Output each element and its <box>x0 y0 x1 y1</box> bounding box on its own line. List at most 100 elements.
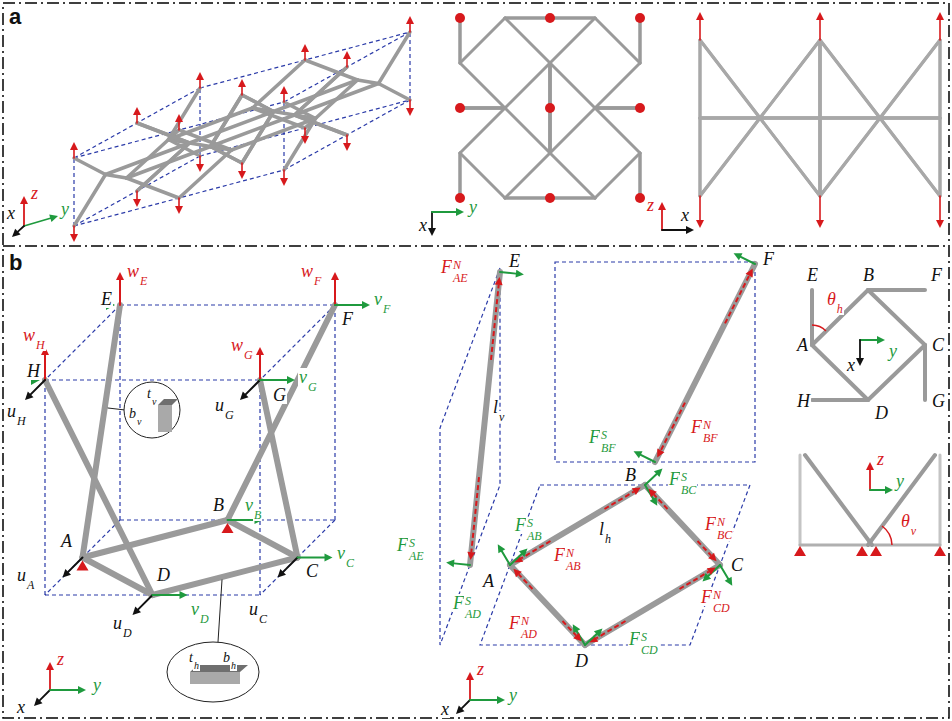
load-arrow <box>283 94 285 102</box>
symbol-label: w <box>230 336 244 354</box>
lattice-member <box>74 175 106 227</box>
symbol-label: y <box>92 676 102 694</box>
lattice-member-top-view <box>505 17 550 20</box>
pin-support <box>934 546 946 556</box>
symbol-label: B <box>624 466 637 484</box>
lattice-member-top-view <box>549 63 552 108</box>
normal-force-head <box>746 268 753 277</box>
load-arrow <box>178 198 180 206</box>
dof-v-arrow <box>153 594 180 596</box>
symbol-label-holder: A <box>796 336 809 355</box>
lattice-member-side-view <box>699 118 702 196</box>
subscript-label: G <box>307 381 318 393</box>
symbol-label: z <box>646 196 655 214</box>
subscript-label-holder: BC <box>716 525 733 543</box>
bar-member <box>585 565 720 645</box>
symbol-label: C <box>305 562 319 580</box>
superscript-label: N <box>565 547 575 559</box>
subscript-label: AE <box>408 550 425 562</box>
lattice-member-side-view <box>880 117 940 120</box>
load-dot <box>635 13 645 23</box>
lattice-member-top-view <box>639 18 642 63</box>
bar-member <box>510 485 645 565</box>
normal-force <box>680 572 709 589</box>
dof-u-arrow-head <box>133 607 141 615</box>
shear-force-head <box>725 577 733 586</box>
lattice-member-side-view <box>700 118 760 196</box>
symbol-label-holder: A <box>482 572 495 591</box>
lattice-member-top-view <box>595 107 640 110</box>
bar-section-top <box>158 399 178 405</box>
load-arrow-head <box>343 143 351 151</box>
superscript-label: N <box>452 259 462 271</box>
bar-member <box>510 565 585 645</box>
symbol-label-holder: F <box>341 310 354 329</box>
shear-force-head <box>573 624 581 633</box>
panel-letter: a <box>8 6 22 28</box>
bar-member <box>228 520 298 558</box>
load-arrow <box>241 163 243 171</box>
cross-section-inset <box>124 382 180 438</box>
subscript-label-holder: BF <box>702 428 719 446</box>
superscript-label-holder: N <box>702 415 712 433</box>
subscript-label: H <box>16 415 27 427</box>
symbol-label-holder: E <box>100 290 113 309</box>
subscript-label: h <box>193 661 200 671</box>
symbol-label-holder: E <box>806 266 819 285</box>
axis-arrow <box>23 204 25 226</box>
top-view-member <box>812 398 868 402</box>
shear-force <box>502 551 510 565</box>
lattice-member-top-view <box>595 107 640 110</box>
lattice-member-top-view <box>549 63 552 108</box>
symbol-label-holder: C <box>931 336 945 355</box>
superscript-label-holder: S <box>464 591 472 609</box>
axis-arrow-head <box>49 214 58 222</box>
axis-arrow <box>431 212 433 228</box>
lattice-member-side-view <box>939 118 942 196</box>
normal-force-head <box>707 568 716 576</box>
lattice-member-side-view <box>880 117 940 120</box>
shear-force-head <box>519 549 528 557</box>
superscript-label-holder: N <box>565 543 575 561</box>
lattice-member <box>74 158 106 175</box>
top-view-member <box>868 288 925 292</box>
shear-force <box>585 634 597 645</box>
load-dot <box>455 13 465 23</box>
lattice-member-top-view <box>639 18 642 63</box>
lattice-member-top-view <box>550 153 595 198</box>
lattice-member-side-view <box>700 117 760 120</box>
lattice-member-side-view <box>700 118 760 196</box>
shear-force <box>510 554 522 565</box>
axis-arrow <box>869 470 871 490</box>
normal-force-head <box>495 277 503 285</box>
lattice-member-top-view <box>595 18 640 63</box>
dof-w-arrow <box>259 355 261 380</box>
shear-force-head <box>498 544 506 553</box>
lattice-member-side-view <box>819 118 822 196</box>
lattice-member-top-view <box>550 17 595 20</box>
normal-force <box>563 621 577 636</box>
symbol-label: B <box>862 266 875 284</box>
normal-force-head <box>632 488 641 496</box>
dof-v-arrow-head <box>362 301 370 309</box>
load-arrow-head <box>301 136 309 144</box>
symbol-label: x <box>6 204 16 222</box>
shear-force <box>454 563 470 565</box>
axis-arrow-head <box>686 226 694 234</box>
lattice-member <box>190 143 211 147</box>
symbol-label: y <box>60 200 70 218</box>
load-dot <box>455 193 465 203</box>
axis-arrow-head <box>466 672 474 680</box>
normal-force-head <box>467 552 475 560</box>
lattice-member-top-view <box>460 107 505 110</box>
symbol-label-holder: y <box>60 200 70 219</box>
lattice-member-top-view <box>595 107 640 110</box>
load-arrow-head <box>70 142 78 150</box>
symbol-label: A <box>796 336 809 354</box>
dof-u-arrow <box>138 595 152 609</box>
cell-box-edge <box>45 594 260 595</box>
load-dot <box>635 193 645 203</box>
symbol-label: w <box>22 326 36 344</box>
subscript-label: D <box>122 627 133 639</box>
subscript-label-holder: H <box>16 411 27 429</box>
